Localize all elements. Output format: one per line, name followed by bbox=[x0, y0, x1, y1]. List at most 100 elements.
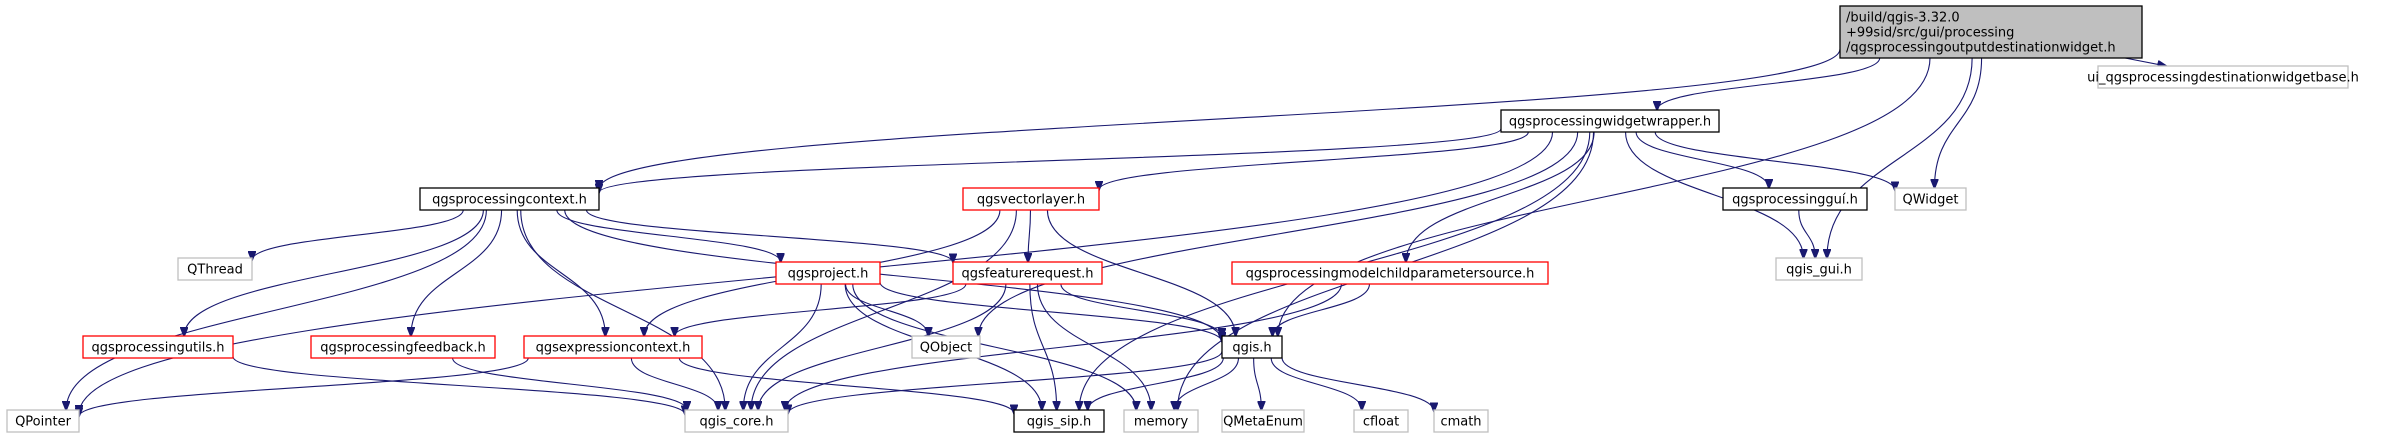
edge-line bbox=[1099, 131, 1529, 190]
edge-wrapper-to-qwidget bbox=[1654, 131, 1895, 190]
edge-context-to-utils bbox=[184, 209, 484, 336]
edge-line bbox=[1060, 283, 1222, 337]
edge-qgis-h-to-memory bbox=[1175, 357, 1240, 410]
node-label: qgis_sip.h bbox=[1027, 415, 1091, 430]
edge-line bbox=[184, 209, 484, 336]
node-box bbox=[775, 261, 881, 285]
node-label: qgsproject.h bbox=[788, 267, 869, 282]
edge-line bbox=[232, 356, 685, 415]
edge-line bbox=[252, 209, 464, 260]
edge-line bbox=[79, 357, 529, 416]
edge-featreq-to-memory bbox=[1036, 283, 1151, 410]
edge-line bbox=[630, 357, 718, 410]
edge-vectorlayer-to-qgis-h bbox=[1046, 209, 1235, 336]
node-label: qgsprocessingcontext.h bbox=[432, 193, 587, 208]
node-cmath: cmath bbox=[1433, 409, 1489, 433]
edge-root-to-qgis-gui bbox=[1827, 57, 1973, 258]
edge-line bbox=[1635, 131, 1769, 188]
edge-modelchild-to-qgis-core bbox=[785, 283, 1342, 410]
node-exprctx[interactable]: qgsexpressioncontext.h bbox=[523, 335, 703, 359]
node-box bbox=[1894, 187, 1967, 211]
edge-featreq-to-exprctx bbox=[675, 283, 967, 336]
node-label: qgsexpressioncontext.h bbox=[536, 341, 691, 356]
edge-exprctx-to-qpointer bbox=[79, 357, 529, 416]
node-procgui[interactable]: qgsprocessingguí.h bbox=[1722, 187, 1868, 211]
edge-line bbox=[1281, 357, 1434, 412]
node-box bbox=[911, 335, 981, 359]
node-box bbox=[1221, 409, 1305, 433]
edge-line bbox=[411, 209, 503, 336]
edge-qgis-h-to-qmetaenum bbox=[1253, 357, 1262, 410]
edge-modelchild-to-qgis-h bbox=[1273, 283, 1371, 336]
edge-featreq-to-qgis-sip bbox=[1029, 283, 1057, 410]
edge-line bbox=[1175, 357, 1240, 410]
node-box bbox=[1722, 187, 1868, 211]
node-qgis-gui: qgis_gui.h bbox=[1775, 257, 1863, 281]
edge-line bbox=[564, 209, 1222, 341]
node-feedback[interactable]: qgsprocessingfeedback.h bbox=[310, 335, 496, 359]
edge-line bbox=[751, 209, 1017, 410]
node-qgis-h[interactable]: qgis.h bbox=[1221, 335, 1283, 359]
node-root[interactable]: /build/qgis-3.32.0+99sid/src/gui/process… bbox=[1839, 5, 2143, 59]
edge-line bbox=[1934, 57, 1983, 188]
edge-wrapper-to-procgui bbox=[1635, 131, 1769, 188]
edge-line bbox=[516, 209, 605, 336]
node-label: qgsprocessingwidgetwrapper.h bbox=[1509, 115, 1711, 130]
edge-line bbox=[1270, 357, 1362, 410]
node-vectorlayer[interactable]: qgsvectorlayer.h bbox=[962, 187, 1100, 211]
node-label: qgis_gui.h bbox=[1786, 263, 1852, 278]
node-label: qgis_core.h bbox=[700, 415, 774, 430]
edge-line bbox=[1088, 357, 1224, 410]
edge-root-to-wrapper bbox=[1657, 57, 1881, 110]
node-memory: memory bbox=[1123, 409, 1199, 433]
node-label: qgsprocessingutils.h bbox=[91, 341, 224, 356]
node-label: QThread bbox=[187, 263, 243, 278]
edge-line bbox=[1624, 131, 1804, 258]
edge-featreq-to-qgis-core bbox=[758, 283, 1007, 410]
edge-procgui-to-qgis-gui bbox=[1798, 209, 1815, 258]
edge-line bbox=[1273, 283, 1371, 336]
node-qpointer: QPointer bbox=[6, 409, 80, 433]
edge-project-to-memory bbox=[852, 283, 1137, 410]
edge-line bbox=[1827, 57, 1973, 258]
edge-line bbox=[585, 209, 954, 262]
node-label: QPointer bbox=[15, 415, 72, 430]
edge-context-to-feedback bbox=[411, 209, 503, 336]
edge-line bbox=[599, 128, 1502, 193]
edge-line bbox=[520, 209, 726, 410]
edge-line bbox=[758, 283, 1007, 410]
node-featreq[interactable]: qgsfeaturerequest.h bbox=[952, 261, 1103, 285]
node-label: qgis.h bbox=[1232, 341, 1271, 356]
node-box bbox=[6, 409, 80, 433]
edge-qgis-h-to-cmath bbox=[1281, 357, 1434, 412]
node-box bbox=[952, 261, 1103, 285]
edge-vectorlayer-to-qgis-core bbox=[751, 209, 1017, 410]
node-label: /build/qgis-3.32.0 bbox=[1846, 11, 1960, 26]
node-qgis-sip[interactable]: qgis_sip.h bbox=[1013, 409, 1105, 433]
node-project[interactable]: qgsproject.h bbox=[775, 261, 881, 285]
node-modelchild[interactable]: qgsprocessingmodelchildparametersource.h bbox=[1231, 261, 1549, 285]
node-label: qgsprocessingguí.h bbox=[1732, 193, 1858, 208]
node-wrapper[interactable]: qgsprocessingwidgetwrapper.h bbox=[1500, 109, 1720, 133]
edge-wrapper-to-vectorlayer bbox=[1099, 131, 1529, 190]
node-qgis-core: qgis_core.h bbox=[684, 409, 789, 433]
node-box bbox=[310, 335, 496, 359]
edge-context-to-qthread bbox=[252, 209, 464, 260]
edge-line bbox=[1798, 209, 1815, 258]
edge-line bbox=[1657, 57, 1881, 110]
edge-line bbox=[599, 48, 1841, 189]
node-qmetaenum: QMetaEnum bbox=[1221, 409, 1305, 433]
node-utils[interactable]: qgsprocessingutils.h bbox=[82, 335, 234, 359]
edge-line bbox=[678, 357, 1014, 414]
node-box bbox=[177, 257, 253, 281]
node-box bbox=[523, 335, 703, 359]
edge-featreq-to-qgis-h bbox=[1060, 283, 1222, 337]
edges-layer bbox=[66, 48, 2166, 416]
node-label: qgsfeaturerequest.h bbox=[962, 267, 1094, 282]
node-context[interactable]: qgsprocessingcontext.h bbox=[419, 187, 600, 211]
edge-project-to-qgis-h bbox=[879, 281, 1222, 342]
node-label: ui_qgsprocessingdestinationwidgetbase.h bbox=[2087, 71, 2359, 86]
edge-context-to-featreq bbox=[585, 209, 954, 262]
node-label: QObject bbox=[920, 341, 973, 356]
edge-line bbox=[852, 283, 1137, 410]
